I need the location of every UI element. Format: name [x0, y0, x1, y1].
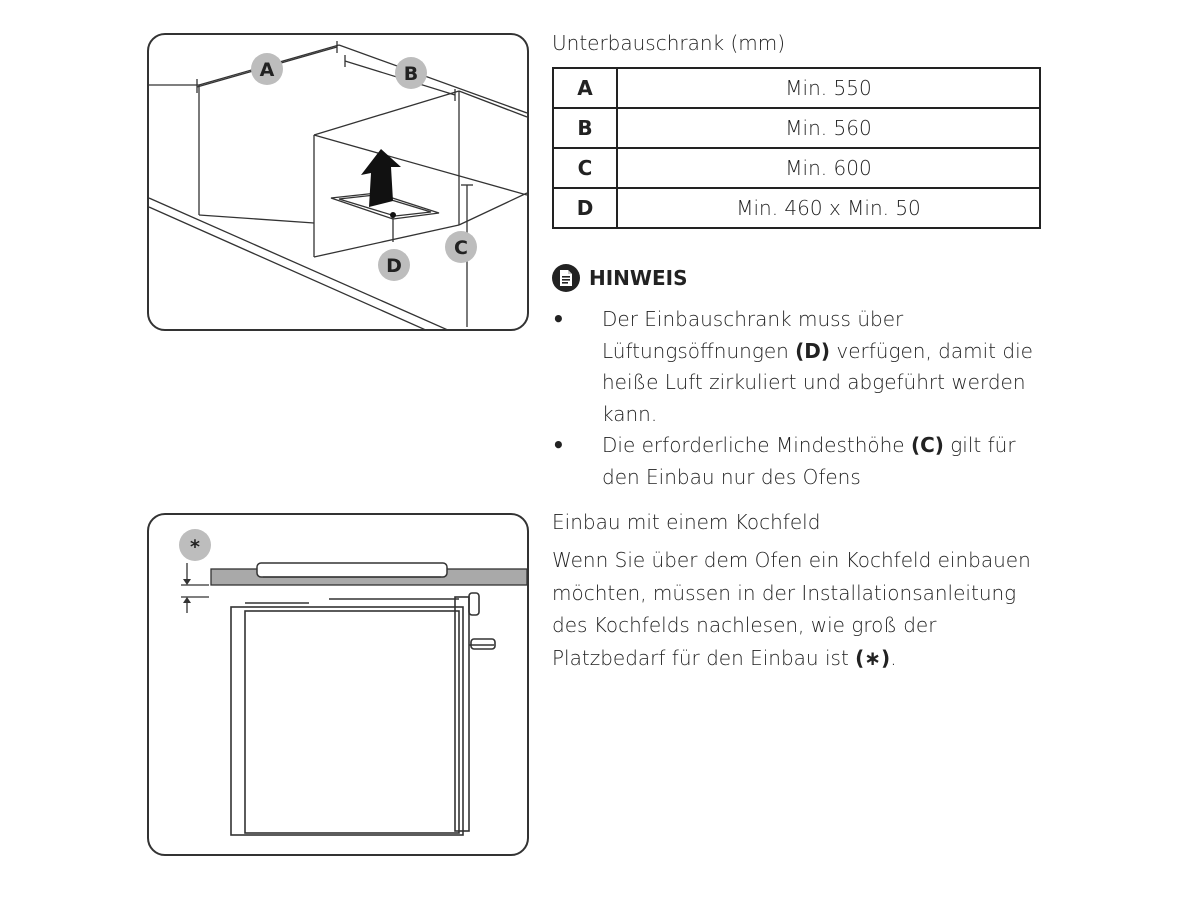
dimension-key: D	[552, 187, 618, 229]
bullet: •	[552, 433, 565, 457]
dimension-key: C	[552, 147, 618, 189]
dimension-value: Min. 550	[616, 67, 1041, 109]
label-d: D	[386, 255, 402, 277]
label-c-badge: C	[445, 231, 477, 263]
label-b: B	[404, 63, 418, 85]
cabinet-title: Unterbauschrank (mm)	[552, 31, 786, 55]
clearance-star-badge: *	[179, 529, 211, 561]
label-a: A	[260, 59, 275, 81]
hob-ref: (∗)	[855, 645, 891, 670]
label-d-badge: D	[378, 249, 410, 281]
dimension-value: Min. 460 x Min. 50	[616, 187, 1041, 229]
table-row: A Min. 550	[552, 67, 1041, 109]
clearance-label: *	[190, 536, 200, 558]
label-a-badge: A	[251, 53, 283, 85]
hob-text: Wenn Sie über dem Ofen ein Kochfeld einb…	[552, 548, 1031, 670]
dimension-value: Min. 600	[616, 147, 1041, 189]
dimension-key: B	[552, 107, 618, 149]
hob-text-end: .	[890, 645, 897, 670]
note-text: Der Einbauschrank muss über Lüftungsöffn…	[602, 307, 904, 363]
dimension-key: A	[552, 67, 618, 109]
list-item: • Der Einbauschrank muss über Lüftungsöf…	[552, 304, 1052, 430]
table-row: B Min. 560	[552, 107, 1041, 149]
dimension-value: Min. 560	[616, 107, 1041, 149]
hob-paragraph: Wenn Sie über dem Ofen ein Kochfeld einb…	[552, 544, 1047, 674]
note-ref: (C)	[910, 433, 944, 457]
base-cabinet-diagram: A B C D	[147, 33, 529, 331]
table-row: D Min. 460 x Min. 50	[552, 187, 1041, 229]
label-c: C	[454, 237, 468, 259]
note-document-icon	[552, 264, 580, 292]
note-ref: (D)	[795, 338, 831, 363]
note-list: • Der Einbauschrank muss über Lüftungsöf…	[552, 304, 1052, 493]
note-heading: HINWEIS	[552, 264, 688, 292]
hob-installation-diagram: *	[147, 513, 529, 856]
note-text: verfügen, damit die heiße Luft zirkulier…	[602, 338, 1033, 426]
list-item: • Die erforderliche Mindesthöhe (C) gilt…	[552, 430, 1052, 493]
note-text: Die erforderliche Mindesthöhe	[602, 433, 911, 457]
table-row: C Min. 600	[552, 147, 1041, 189]
bullet: •	[552, 307, 565, 331]
note-text: gilt für den Einbau nur des Ofens	[602, 433, 1016, 489]
label-b-badge: B	[395, 57, 427, 89]
dimensions-table: A Min. 550 B Min. 560 C Min. 600 D Min. …	[552, 67, 1041, 229]
oven-hob-illustration: *	[179, 529, 527, 836]
hob-section-title: Einbau mit einem Kochfeld	[552, 510, 821, 534]
base-cabinet-illustration: A B C D	[149, 41, 527, 329]
note-title: HINWEIS	[589, 266, 688, 290]
